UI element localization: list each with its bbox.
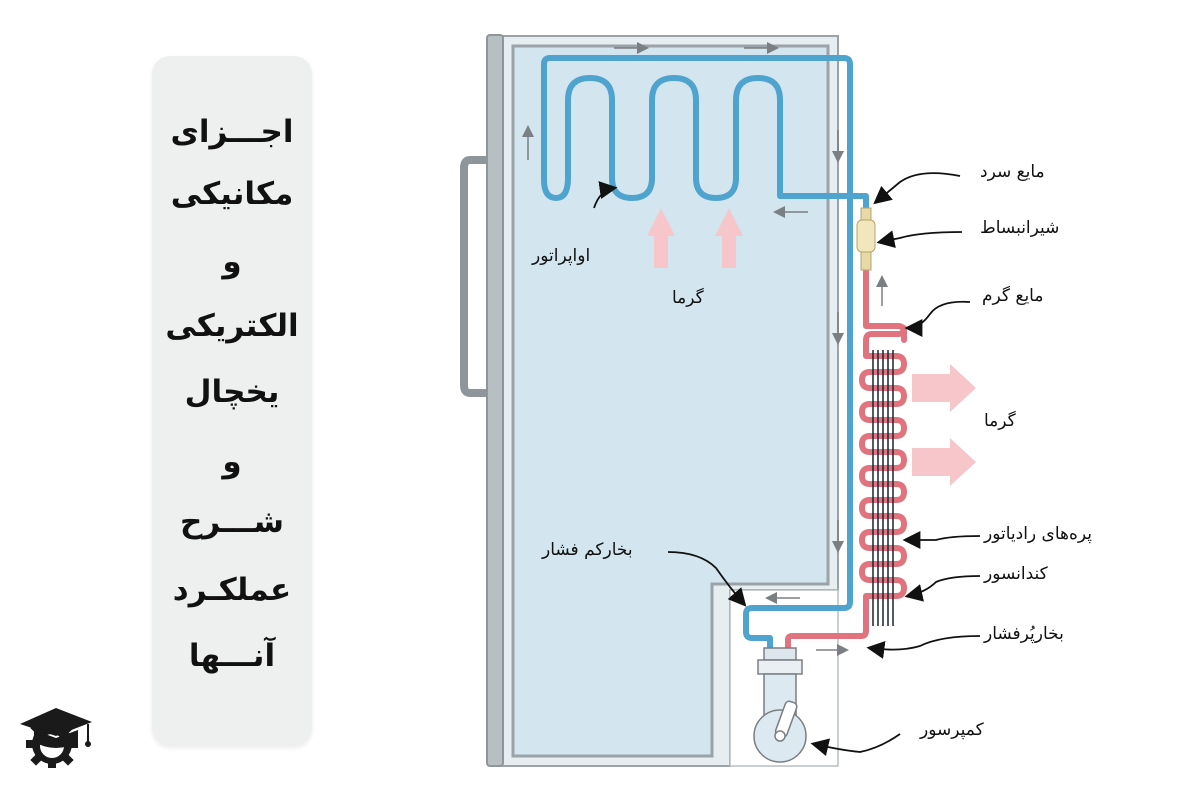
- cold-pipe: [541, 55, 869, 652]
- label-compressor: کمپرسور: [920, 720, 984, 740]
- radiator-fins: [872, 350, 894, 626]
- label-warm-liquid: مایع گرم: [982, 286, 1044, 306]
- title-line-3: و: [222, 244, 242, 280]
- title-line-1: اجـــزای: [170, 114, 294, 150]
- heat-arrows-top: [647, 208, 743, 268]
- title-line-6: و: [222, 444, 242, 480]
- title-line-5: یخچال: [184, 374, 280, 410]
- title-line-4: الکتریکی: [165, 308, 299, 344]
- label-heat-right: گرما: [984, 411, 1016, 431]
- label-heat-top: گرما: [672, 288, 704, 308]
- graduation-cap-gear-icon: [20, 708, 92, 768]
- label-cold-liquid: مایع سرد: [980, 162, 1045, 182]
- label-radiator-fins: پره‌های رادیاتور: [984, 524, 1093, 544]
- label-condenser: کندانسور: [984, 564, 1048, 584]
- label-expansion-valve: شیرانبساط: [980, 218, 1060, 238]
- title-line-8: عملکـرد: [172, 572, 292, 608]
- door-handle: [460, 156, 487, 397]
- title-card: اجـــزای مکانیکی و الکتریکی یخچال و شـــ…: [152, 56, 312, 746]
- compressor: [753, 647, 807, 763]
- label-high-pressure-vapor: بخارپُرفشار: [984, 624, 1064, 644]
- label-low-pressure-vapor: بخارکم فشار: [542, 540, 633, 560]
- label-evaporator: اواپراتور: [532, 246, 591, 266]
- flow-arrows: [522, 42, 888, 656]
- title-line-2: مکانیکی: [170, 176, 294, 212]
- expansion-valve: [856, 207, 876, 271]
- cabinet-interior: [511, 44, 830, 758]
- title-line-7: شـــرح: [180, 504, 284, 540]
- callout-lines: [593, 172, 981, 757]
- heat-arrows-right: [912, 364, 976, 486]
- hot-pipe: [785, 270, 907, 652]
- title-line-9: آنـــها: [188, 638, 276, 674]
- door-edge: [486, 34, 504, 767]
